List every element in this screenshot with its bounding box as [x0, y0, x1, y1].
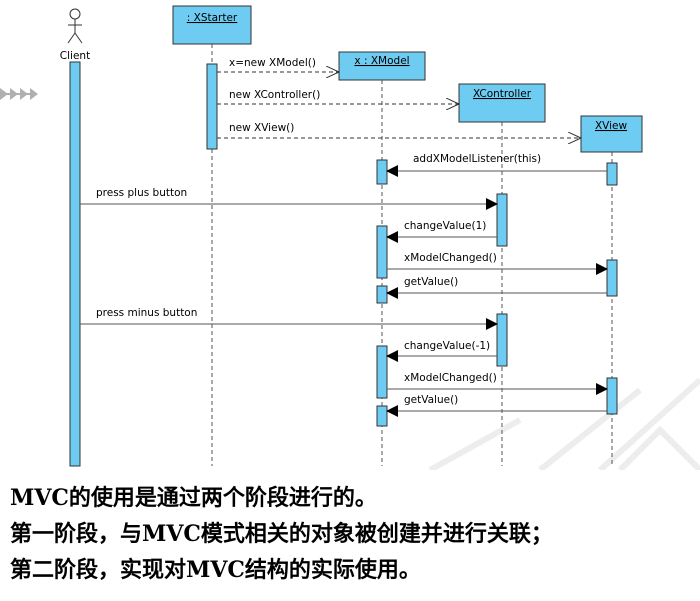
edge-arrows-icon [0, 88, 38, 100]
object-xstarter-label: : XStarter [187, 12, 238, 24]
msg-model-changed-2-label: xModelChanged() [404, 372, 497, 384]
activation-xmodel-1 [376, 159, 388, 185]
caption-line-1: MVC的使用是通过两个阶段进行的。 [10, 485, 377, 511]
msg-get-value-1-label: getValue() [404, 276, 458, 288]
msg-get-value-2-label: getValue() [404, 394, 458, 406]
activation-xview-2 [606, 259, 618, 297]
msg-create-xview-label: new XView() [229, 122, 294, 134]
background-watermark [428, 377, 700, 470]
caption-line-3: 第二阶段，实现对MVC结构的实际使用。 [10, 557, 421, 583]
actor-client-label: Client [60, 50, 90, 62]
object-xstarter: : XStarter [172, 5, 252, 45]
msg-change-value-minus-label: changeValue(-1) [404, 340, 490, 352]
call-messages [80, 165, 608, 417]
activation-xcontroller-2 [496, 313, 508, 367]
activation-xmodel-4 [376, 345, 388, 399]
sequence-diagram: Client : XStarter x : XModel XController… [0, 5, 700, 470]
caption: MVC的使用是通过两个阶段进行的。 第一阶段，与MVC模式相关的对象被创建并进行… [10, 480, 700, 588]
creation-messages [217, 72, 581, 138]
msg-press-minus-label: press minus button [96, 307, 197, 319]
activation-xmodel-2 [376, 225, 388, 279]
object-xcontroller: XController [458, 83, 546, 123]
msg-model-changed-1-label: xModelChanged() [404, 252, 497, 264]
msg-press-plus-label: press plus button [96, 187, 187, 199]
activation-xview-1 [606, 162, 618, 186]
actor-client [67, 8, 83, 44]
caption-line-2: 第一阶段，与MVC模式相关的对象被创建并进行关联； [10, 521, 553, 547]
activation-xcontroller-1 [496, 193, 508, 247]
msg-create-xmodel-label: x=new XModel() [229, 57, 316, 69]
activation-xmodel-3 [376, 285, 388, 304]
activation-xstarter [206, 63, 218, 150]
object-xview-label: XView [595, 120, 628, 132]
object-xview: XView [580, 115, 643, 153]
activation-xview-3 [606, 377, 618, 415]
activation-client [69, 61, 81, 467]
object-xcontroller-label: XController [473, 88, 532, 100]
msg-add-listener-label: addXModelListener(this) [413, 153, 541, 165]
object-xmodel-label: x : XModel [354, 55, 409, 67]
msg-create-xcontroller-label: new XController() [229, 89, 320, 101]
msg-change-value-plus-label: changeValue(1) [404, 220, 486, 232]
activation-bars [69, 61, 618, 467]
object-xmodel: x : XModel [338, 51, 426, 81]
activation-xmodel-5 [376, 405, 388, 427]
